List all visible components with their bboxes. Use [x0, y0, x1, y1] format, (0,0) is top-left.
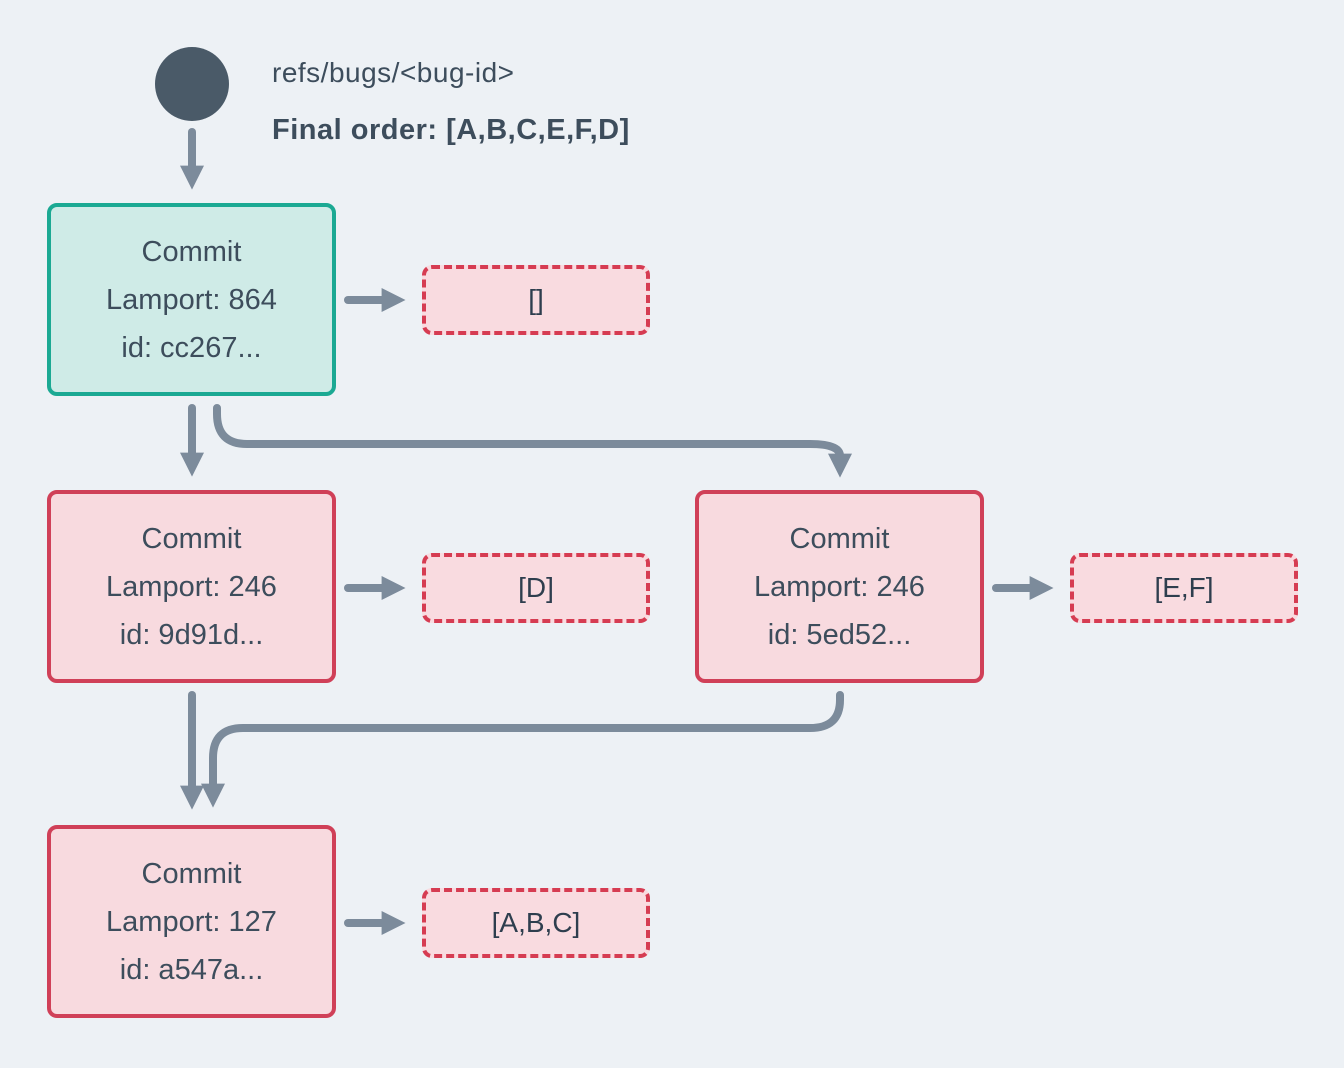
commit-node-cc267: Commit Lamport: 864 id: cc267...: [47, 203, 336, 396]
commit-node-5ed52: Commit Lamport: 246 id: 5ed52...: [695, 490, 984, 683]
commit-id: id: a547a...: [119, 953, 264, 986]
payload-box-empty: []: [422, 265, 650, 335]
commit-node-9d91d: Commit Lamport: 246 id: 9d91d...: [47, 490, 336, 683]
arrow-commit-c-to-commit-d: [201, 691, 844, 808]
commit-lamport: Lamport: 127: [106, 905, 277, 938]
commit-title: Commit: [789, 522, 890, 555]
commit-title: Commit: [141, 235, 242, 268]
commit-lamport: Lamport: 246: [754, 570, 925, 603]
head-ref-circle: [155, 47, 229, 121]
commit-node-a547a: Commit Lamport: 127 id: a547a...: [47, 825, 336, 1018]
payload-box-abc: [A,B,C]: [422, 888, 650, 958]
commit-lamport: Lamport: 864: [106, 283, 277, 316]
commit-id: id: 9d91d...: [119, 618, 264, 651]
ref-label: refs/bugs/<bug-id>: [272, 57, 515, 88]
commit-title: Commit: [141, 522, 242, 555]
commit-id: id: 5ed52...: [767, 618, 912, 651]
commit-lamport: Lamport: 246: [106, 570, 277, 603]
payload-box-ef: [E,F]: [1070, 553, 1298, 623]
arrow-commit-a-to-commit-c: [213, 404, 852, 478]
commit-id: id: cc267...: [121, 331, 262, 364]
payload-box-d: [D]: [422, 553, 650, 623]
commit-title: Commit: [141, 857, 242, 890]
final-order-label: Final order: [A,B,C,E,F,D]: [272, 114, 630, 146]
